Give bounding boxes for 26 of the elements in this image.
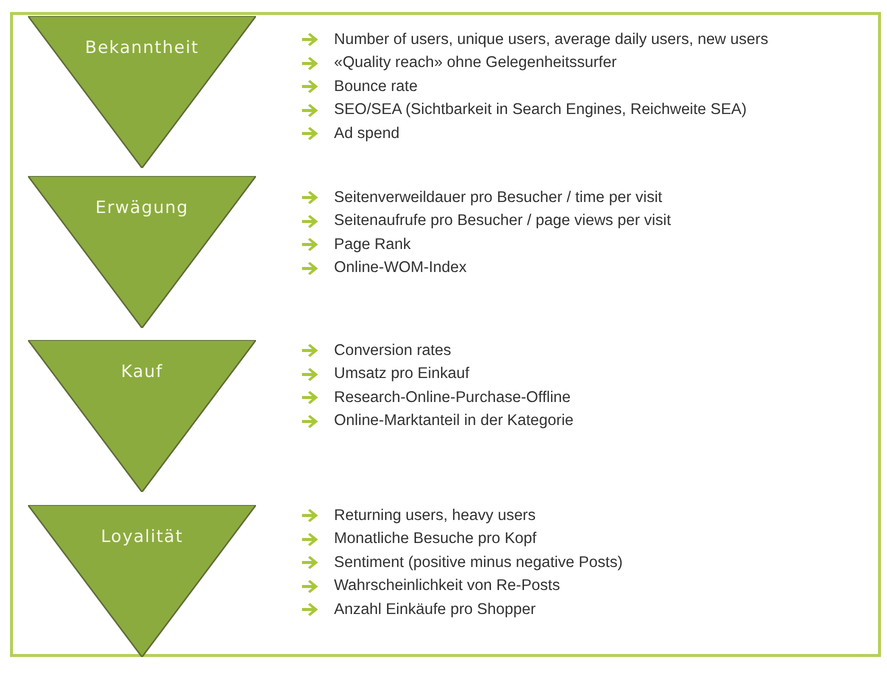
metric-text: Wahrscheinlichkeit von Re-Posts [334,577,560,596]
metric-text: Research-Online-Purchase-Offline [334,388,571,407]
metric-text: Anzahl Einkäufe pro Shopper [334,600,536,619]
metric-text: Online-WOM-Index [334,259,467,278]
metric-text: Sentiment (positive minus negative Posts) [334,554,623,572]
metric-text: SEO/SEA (Sichtbarkeit in Search Engines, Reichweite SEA) [334,101,747,120]
metric-text: «Quality reach» ohne Gelegenheitssurfer [334,54,617,72]
metric-text: Returning users, heavy users [334,506,536,525]
stage-label: Erwägung [95,198,189,218]
metric-text: Seitenaufrufe pro Besucher / page views per visit [334,212,671,230]
stage-triangle [28,16,256,168]
stage-label: Loyalität [100,527,184,547]
stage-triangle [28,340,256,492]
stage-label: Kauf [120,362,164,382]
metric-text: Bounce rate [334,78,418,96]
metric-text: Number of users, unique users, average daily users, new users [334,30,768,49]
metric-text: Online-Marktanteil in der Kategorie [334,412,574,430]
metric-text: Monatliche Besuche pro Kopf [334,530,536,548]
metric-text: Ad spend [334,124,400,143]
metric-text: Umsatz pro Einkauf [334,365,470,384]
metric-text: Page Rank [334,236,411,254]
stage-triangle [28,505,256,657]
metric-text: Conversion rates [334,342,452,360]
stage-triangle [28,176,256,328]
metric-text: Seitenverweildauer pro Besucher / time per visit [334,188,662,207]
stage-label: Bekanntheit [85,38,199,58]
